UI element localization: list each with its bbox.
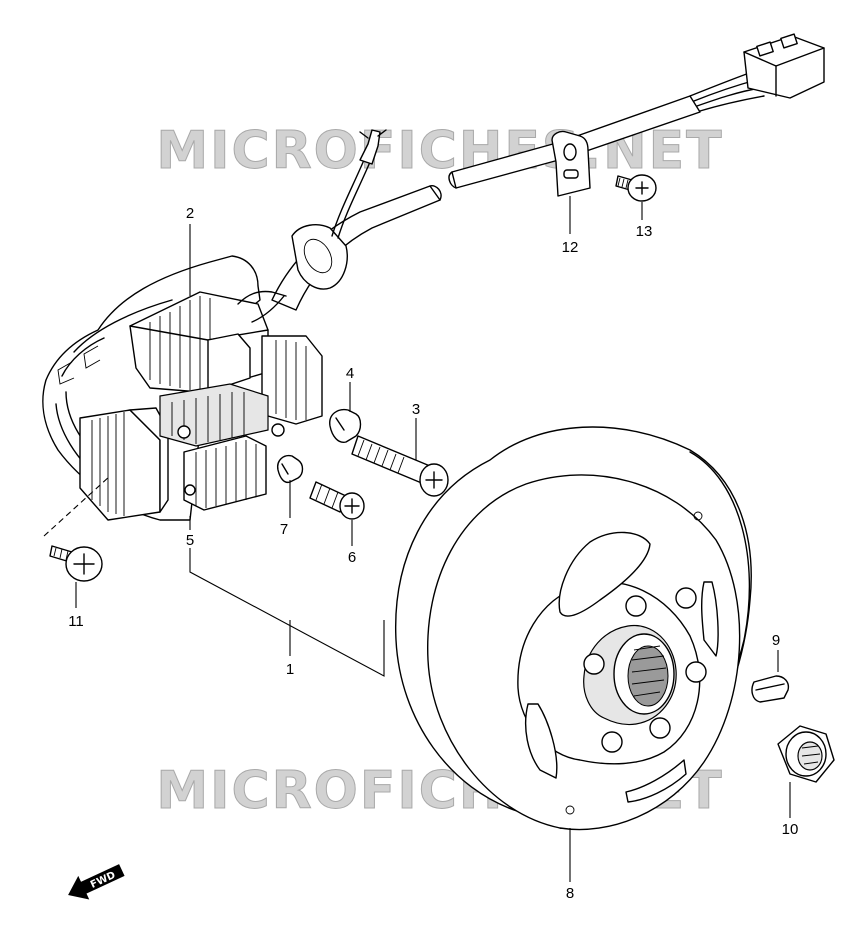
rotor (394, 426, 752, 831)
callout-8: 8 (566, 885, 574, 902)
callouts: 1 2 3 4 5 6 7 8 9 10 11 12 13 (68, 205, 798, 902)
stator (42, 255, 323, 521)
fwd-arrow: FWD (68, 864, 125, 900)
screw-long (351, 435, 449, 497)
washer-lower (277, 454, 304, 484)
callout-1: 1 (286, 661, 294, 678)
screw-short (309, 481, 365, 520)
connector (743, 33, 825, 99)
washer-upper (329, 408, 362, 443)
clamp-bolt (615, 174, 657, 202)
callout-2: 2 (186, 205, 194, 222)
callout-13: 13 (636, 223, 653, 240)
callout-12: 12 (562, 239, 579, 256)
callout-4: 4 (346, 365, 354, 382)
callout-7: 7 (280, 521, 288, 538)
leader-lines (75, 196, 791, 882)
clamp-screw (43, 475, 111, 582)
nut (777, 725, 835, 783)
key (751, 675, 790, 703)
wire-clamp (551, 130, 591, 197)
callout-10: 10 (782, 821, 799, 838)
callout-11: 11 (68, 613, 84, 630)
callout-6: 6 (348, 549, 356, 566)
callout-5: 5 (186, 532, 194, 549)
callout-9: 9 (772, 632, 780, 649)
callout-3: 3 (412, 401, 420, 418)
wire-harness (271, 33, 825, 311)
